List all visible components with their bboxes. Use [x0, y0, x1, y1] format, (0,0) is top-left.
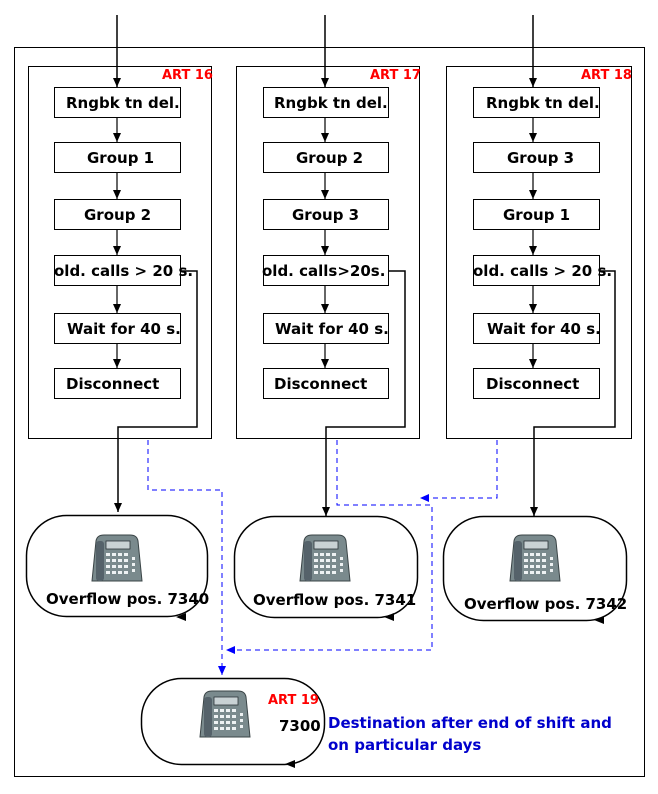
step-label: Rngbk tn del.: [66, 94, 180, 112]
step-box: [473, 255, 600, 286]
step-label: old. calls>20s.: [262, 262, 385, 280]
step-box: [54, 313, 181, 344]
step-label: Group 1: [87, 149, 154, 167]
destination-number: 7300: [279, 717, 321, 735]
step-box: [263, 142, 389, 173]
destination-art-label: ART 19: [268, 693, 319, 708]
overflow-label: Overflow pos. 7340: [46, 590, 209, 608]
step-box: [263, 255, 389, 286]
desk-phone-icon: [509, 534, 561, 582]
desk-phone-icon: [91, 534, 143, 582]
desk-phone-icon: [299, 534, 351, 582]
step-box: [263, 199, 389, 230]
step-box: [473, 199, 600, 230]
overflow-label: Overflow pos. 7342: [464, 595, 627, 613]
step-box: [54, 87, 181, 118]
overflow-position-7341: Overflow pos. 7341: [233, 515, 419, 621]
outer-frame: [14, 47, 645, 777]
step-box: [263, 368, 389, 399]
step-label: Group 2: [84, 206, 151, 224]
step-label: Disconnect: [486, 375, 579, 393]
art-label: ART 16: [162, 68, 213, 83]
step-box: [263, 87, 389, 118]
destination-note-line1: Destination after end of shift and: [328, 714, 612, 732]
step-box: [54, 142, 181, 173]
step-label: Group 2: [296, 149, 363, 167]
step-box: [54, 199, 181, 230]
step-label: old. calls > 20 s.: [473, 262, 612, 280]
step-label: Disconnect: [66, 375, 159, 393]
art-box: [236, 66, 420, 439]
art-box: [28, 66, 212, 439]
step-label: Group 1: [503, 206, 570, 224]
column-art18: ART 18 Rngbk tn del. Group 3 Group 1 old…: [420, 15, 632, 516]
overflow-label: Overflow pos. 7341: [253, 591, 416, 609]
step-box: [263, 313, 389, 344]
step-box: [54, 368, 181, 399]
step-label: Rngbk tn del.: [274, 94, 388, 112]
step-box: [473, 313, 600, 344]
step-label: Wait for 40 s.: [275, 320, 389, 338]
step-label: Wait for 40 s.: [67, 320, 181, 338]
step-box: [473, 142, 600, 173]
step-label: Wait for 40 s.: [487, 320, 601, 338]
step-label: Disconnect: [274, 375, 367, 393]
overflow-position-7340: Overflow pos. 7340: [25, 514, 209, 621]
step-box: [473, 368, 600, 399]
step-label: Group 3: [507, 149, 574, 167]
overflow-position-7342: Overflow pos. 7342: [442, 515, 628, 624]
step-box: [54, 255, 181, 286]
art-box: [446, 66, 632, 439]
column-art16: ART 16 Rngbk tn del. Group 1 Group 2 old…: [28, 15, 226, 675]
desk-phone-icon: [199, 690, 251, 738]
art-label: ART 18: [581, 68, 632, 83]
art-label: ART 17: [370, 68, 421, 83]
step-label: Group 3: [292, 206, 359, 224]
step-box: [473, 87, 600, 118]
step-label: Rngbk tn del.: [486, 94, 600, 112]
step-label: old. calls > 20 s.: [54, 262, 193, 280]
column-art17: ART 17 Rngbk tn del. Group 2 Group 3 old…: [226, 15, 433, 654]
destination-note-line2: on particular days: [328, 736, 481, 754]
destination-art19: ART 19 7300 Destination after end of shi…: [140, 677, 612, 768]
